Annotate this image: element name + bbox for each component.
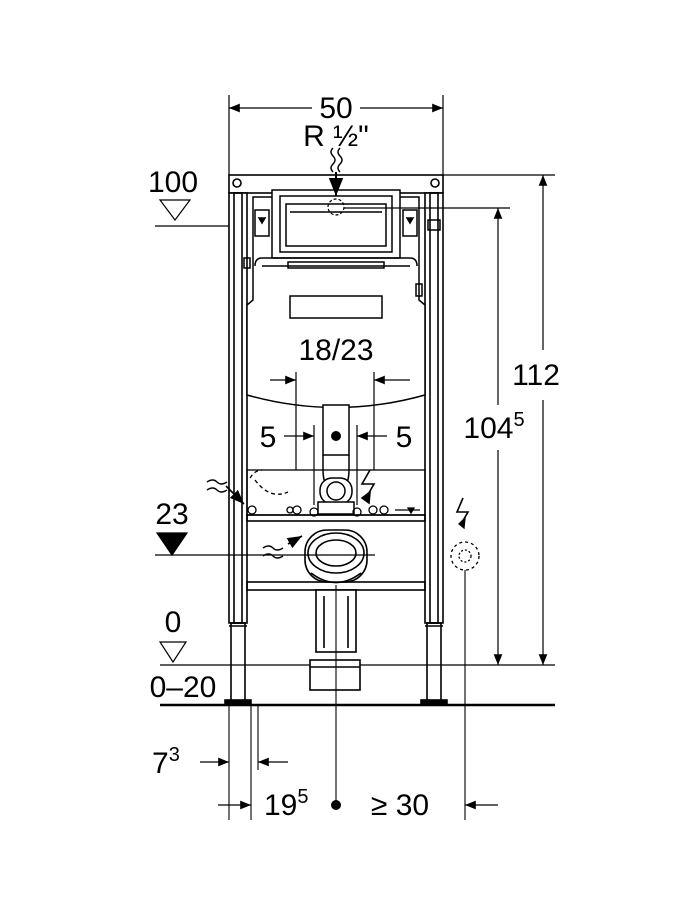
label-floor-range: 0–20: [150, 671, 217, 704]
electrical-outlet-symbol: [450, 497, 480, 571]
label-height-104: 1045: [463, 409, 524, 445]
mounting-bar: [246, 469, 426, 517]
cistern: [243, 189, 441, 409]
label-offset-right: 5: [396, 421, 413, 454]
label-bottom-73: 73: [152, 744, 180, 780]
label-water-connection: R ½": [303, 120, 369, 153]
axis-lines: [228, 570, 466, 820]
label-bottom-195: 195: [264, 786, 309, 822]
water-wave-symbols: [206, 147, 343, 559]
inlet-arrow-left: [225, 485, 245, 505]
label-level-0: 0: [165, 606, 182, 639]
label-height-112: 112: [512, 359, 560, 392]
dimension-flush-spacing: [270, 372, 410, 470]
label-offset-left: 5: [260, 421, 277, 454]
water-inlet-point: [327, 198, 345, 216]
dimension-width: [228, 95, 444, 175]
flush-pipe: [317, 404, 355, 515]
axis-center-point: [331, 431, 341, 441]
inlet-arrow-waste: [286, 535, 303, 549]
electrical-symbol-inner: [360, 469, 376, 505]
axis-bottom-point: [331, 800, 341, 810]
label-bottom-min: ≥ 30: [371, 789, 429, 822]
dimension-height-112: [443, 174, 555, 665]
label-level-23: 23: [155, 498, 188, 531]
dimension-offsets: [284, 425, 387, 505]
level-marker-23: [155, 532, 375, 557]
level-marker-0: [158, 641, 188, 664]
dimension-height-104: [344, 207, 510, 665]
label-width: 50: [319, 92, 352, 125]
level-marker-100: [155, 199, 229, 227]
label-level-100: 100: [148, 166, 198, 199]
label-flush-spacing: 18/23: [298, 334, 373, 367]
